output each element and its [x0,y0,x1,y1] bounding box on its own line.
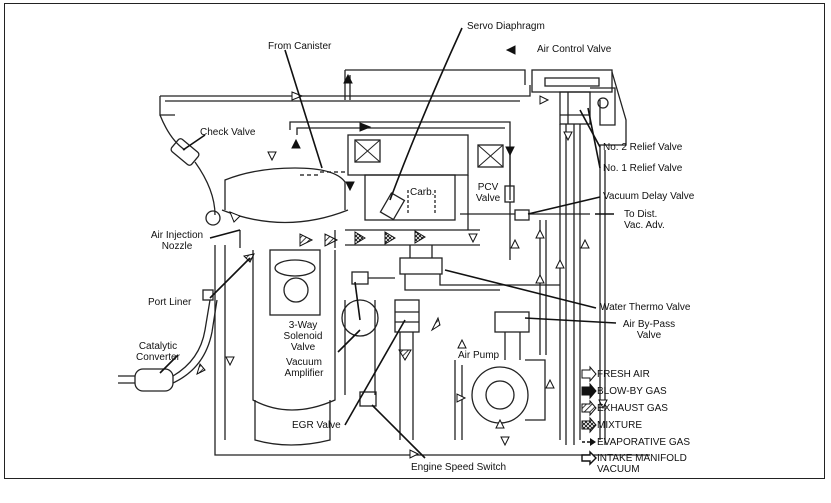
open-arrow-icon [581,365,597,383]
label-valve: Valve [290,342,316,353]
leader-ess [371,404,426,459]
leader-vdv [527,196,601,215]
legend-fresh-air: FRESH AIR [597,369,650,380]
label-pcv-valve: Valve [475,193,501,204]
crosshatch-arrow-icon [581,416,597,434]
label-nozzle: Nozzle [161,241,193,252]
legend-vacuum: VACUUM [597,464,640,475]
catalytic-converter [134,368,174,392]
label-to-dist: To Dist. [624,209,658,220]
label-air-bypass: Air By-Pass [622,319,676,330]
label-no2-relief-valve: No. 2 Relief Valve [603,142,683,153]
cylinder [269,249,321,316]
carburetor [364,174,456,221]
label-air-control-valve: Air Control Valve [537,44,612,55]
legend-exhaust-gas: EXHAUST GAS [597,403,668,414]
exhaust-pipe [118,375,135,384]
leader-no1 [587,107,601,169]
air-pump [471,366,529,424]
legend-blow-by-gas: BLOW-BY GAS [597,386,667,397]
label-check-valve: Check Valve [200,127,256,138]
label-pcv: PCV [477,182,499,193]
diagram-frame [4,3,825,479]
label-port-liner: Port Liner [148,297,192,308]
nozzle-union [205,210,221,226]
label-solenoid: Solenoid [283,331,323,342]
legend-evaporative-gas: EVAPORATIVE GAS [597,437,690,448]
air-control-valve [531,69,613,93]
label-catalytic: Catalytic [138,341,178,352]
leader-cat [159,354,179,374]
leader-servo [389,27,463,201]
piston [283,277,309,303]
air-bypass-valve [494,311,530,333]
label-from-canister: From Canister [268,41,332,52]
label-vacuum: Vacuum [286,357,322,368]
label-3-way: 3-Way [288,320,318,331]
leader-egr [344,319,406,426]
air-control-outlet [599,71,627,440]
leader-3way [354,281,361,321]
label-carb: Carb. [410,187,435,198]
servo [379,192,406,221]
label-air-bypass-valve: Valve [636,330,662,341]
label-engine-speed-switch: Engine Speed Switch [411,462,507,473]
label-water-thermo-valve: Water Thermo Valve [600,302,691,313]
egr-valve [394,299,420,333]
leader-abv [524,317,617,324]
vacuum-amplifier [341,299,379,337]
solid-arrow-icon [581,382,597,400]
label-egr-valve: EGR Valve [292,420,341,431]
label-air-injection: Air Injection [150,230,204,241]
label-air-pump: Air Pump [458,350,500,361]
leader-no2 [579,109,601,148]
leader-amp [337,329,361,353]
label-vacuum-delay-valve: Vacuum Delay Valve [603,191,695,202]
canister-line [344,69,526,100]
legend-icons [581,365,597,466]
label-converter: Converter [136,352,180,363]
hatched-arrow-icon [581,399,597,417]
legend-intake-manifold: INTAKE MANIFOLD [597,453,687,464]
label-amplifier: Amplifier [284,368,324,379]
label-no1-relief-valve: No. 1 Relief Valve [603,163,683,174]
leader-wtv [444,269,597,309]
water-thermo-valve [399,257,443,275]
outline-arrow-icon [581,450,597,466]
leader-canister [284,49,323,169]
label-servo-diaphragm: Servo Diaphragm [467,21,545,32]
label-vac-adv: Vac. Adv. [624,220,665,231]
leader-nozzle [209,229,241,239]
leader-check [182,134,206,151]
leader-liner [209,257,251,299]
legend-mixture: MIXTURE [597,420,642,431]
vacuum-delay-valve [514,209,530,221]
air-cleaner [224,167,346,210]
